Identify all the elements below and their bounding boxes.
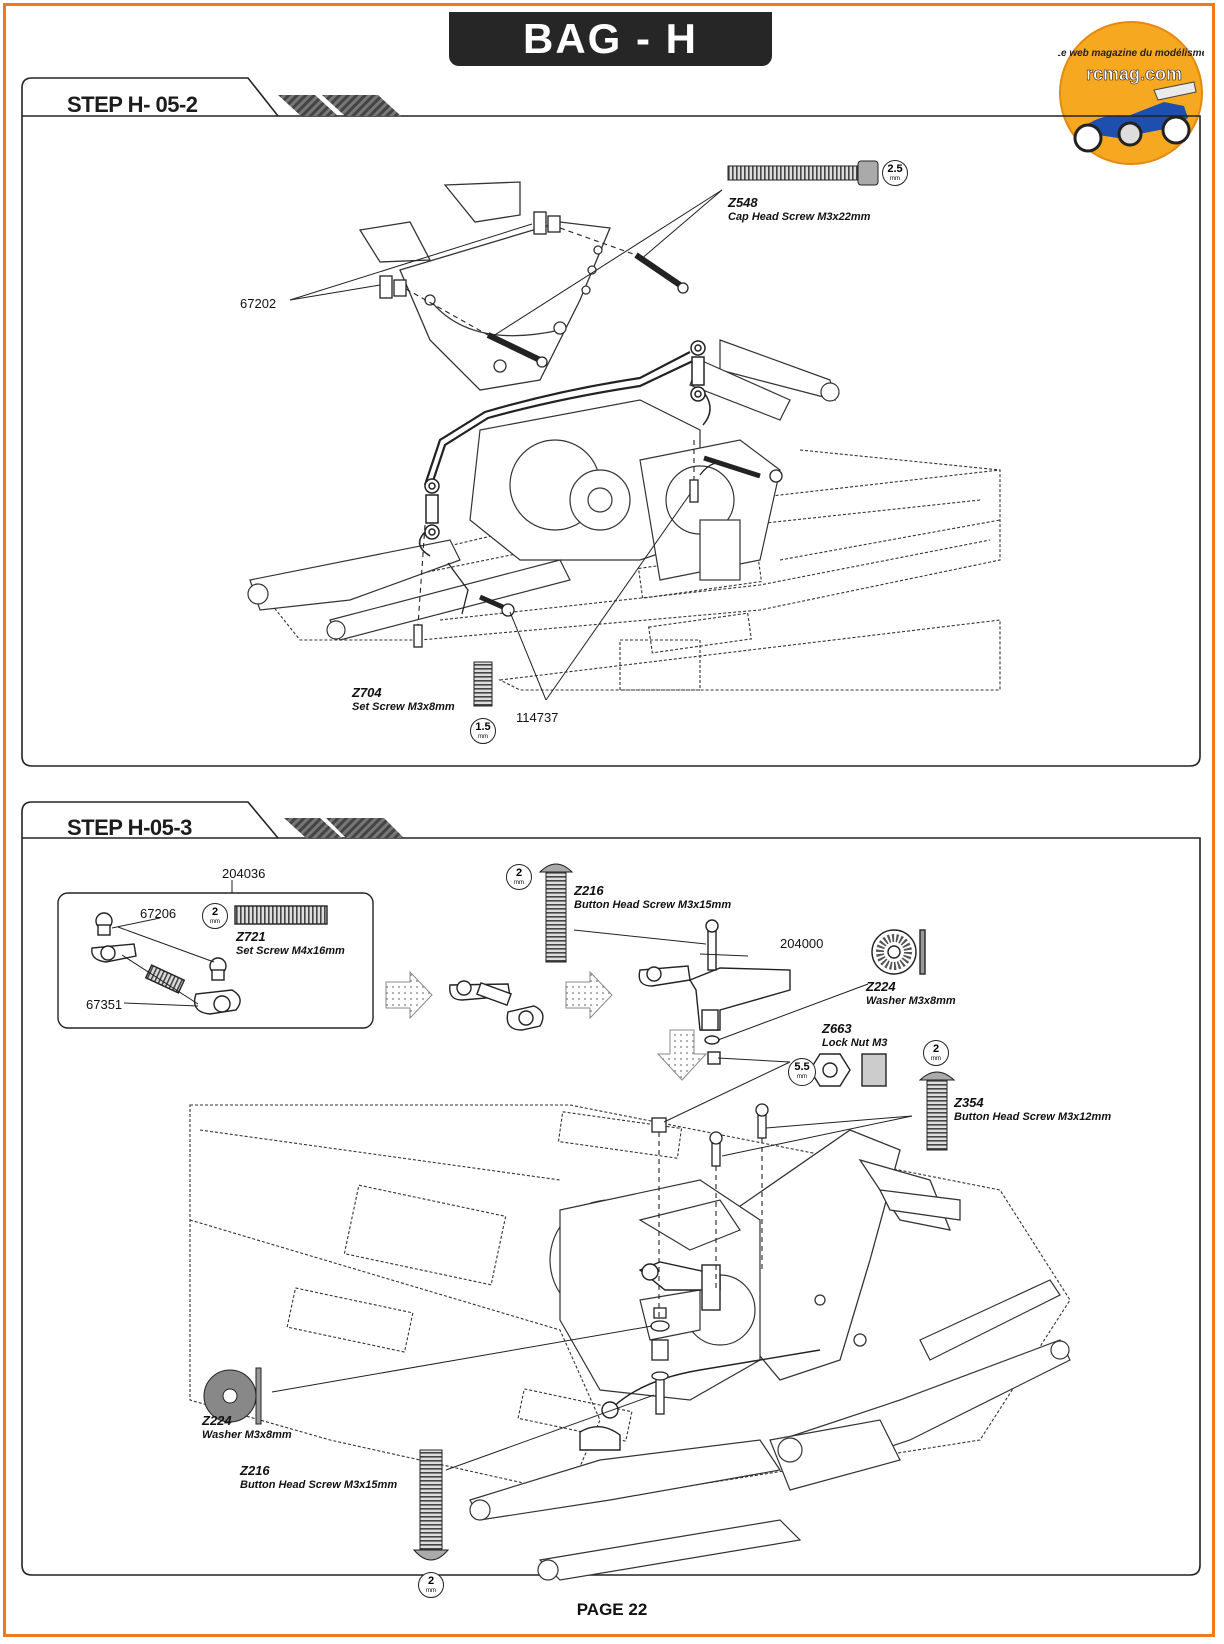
z354-desc: Button Head Screw M3x12mm <box>954 1111 1112 1123</box>
step3-inset-leaders <box>111 880 233 1007</box>
page-number: PAGE 22 <box>576 1600 648 1619</box>
logo-tagline: Le web magazine du modélisme <box>1058 48 1204 59</box>
z224-right-desc: Washer M3x8mm <box>866 995 956 1007</box>
step2-links <box>418 340 711 557</box>
step3-title-stripe-2 <box>326 818 404 838</box>
step2-shock-mounts <box>379 211 689 368</box>
step3-inset-parts <box>91 905 328 1015</box>
z548-code: Z548 <box>728 195 758 210</box>
z721-desc: Set Screw M4x16mm <box>236 945 345 957</box>
z216-bottom-code: Z216 <box>240 1463 270 1478</box>
z224-left-label: Z224 Washer M3x8mm <box>202 1414 292 1442</box>
z224-right-code: Z224 <box>866 979 896 994</box>
step3-panel <box>21 801 1201 1576</box>
z704-label: Z704 Set Screw M3x8mm <box>352 686 455 714</box>
logo-name: rcmag.com <box>1086 64 1182 84</box>
step2-title-stripe-1 <box>278 95 338 116</box>
step2-lower-arms <box>247 339 840 641</box>
z548-desc: Cap Head Screw M3x22mm <box>728 211 871 223</box>
step3-flow-arrows <box>385 970 708 1081</box>
step3-lower-arms <box>469 1279 1071 1581</box>
step3-washer-left <box>203 1367 262 1425</box>
step3-screw-z216-bottom <box>412 1449 450 1561</box>
z721-label: Z721 Set Screw M4x16mm <box>236 930 345 958</box>
step3-screw-z216-top <box>538 863 574 963</box>
step2-leader-lines <box>289 189 723 701</box>
step3-title: STEP H-05-3 <box>67 815 192 840</box>
bag-title-tab: BAG - H <box>449 12 772 66</box>
step3-shock-tower <box>719 1129 961 1381</box>
z224-left-code: Z224 <box>202 1413 232 1428</box>
step3-sway-link <box>579 1261 821 1451</box>
step2-dashed-guides <box>405 227 695 626</box>
step3-washer-z224-right <box>876 934 912 970</box>
part-67202-label: 67202 <box>240 296 277 311</box>
z663-desc: Lock Nut M3 <box>822 1037 888 1049</box>
step3-link-assembled <box>449 980 544 1031</box>
step2-shock-tower <box>358 181 611 391</box>
step3-screw-z354 <box>918 1071 956 1151</box>
z216-top-label: Z216 Button Head Screw M3x15mm <box>574 884 731 912</box>
bag-title: BAG - H <box>523 15 698 62</box>
z354-label: Z354 Button Head Screw M3x12mm <box>954 1096 1111 1124</box>
step2-screw-z548 <box>727 160 879 186</box>
step2-title-stripe-2 <box>322 95 401 116</box>
z663-label: Z663 Lock Nut M3 <box>822 1022 887 1050</box>
step3-gearbox <box>549 1179 761 1401</box>
page-border <box>3 3 1215 1637</box>
z216-bottom-desc: Button Head Screw M3x15mm <box>240 1479 398 1491</box>
z704-desc: Set Screw M3x8mm <box>352 701 455 713</box>
step3-lock-nut-parts <box>707 929 926 1087</box>
part-114737-label: 114737 <box>516 710 559 725</box>
part-67206-label: 67206 <box>140 906 177 921</box>
step2-screw-z704 <box>473 661 493 707</box>
part-204000-label: 204000 <box>780 936 824 951</box>
z216-bottom-label: Z216 Button Head Screw M3x15mm <box>240 1464 397 1492</box>
z216-top-code: Z216 <box>574 883 604 898</box>
part-67351-label: 67351 <box>86 997 123 1012</box>
z721-code: Z721 <box>236 929 266 944</box>
step3-screws-z354 <box>651 1103 769 1167</box>
z224-left-desc: Washer M3x8mm <box>202 1429 292 1441</box>
step2-panel <box>21 77 1201 767</box>
step3-leader-lines <box>271 929 913 1471</box>
z704-code: Z704 <box>352 685 382 700</box>
step2-pin-parts <box>413 455 783 648</box>
step2-sway-bar <box>423 351 696 491</box>
z663-code: Z663 <box>822 1021 852 1036</box>
rcmag-logo: Le web magazine du modélisme rcmag.com <box>1058 21 1204 165</box>
z354-code: Z354 <box>954 1095 984 1110</box>
step3-link-with-mount <box>638 919 791 1045</box>
step3-dashed-guides <box>658 1132 763 1320</box>
step3-inset-box <box>57 892 374 1029</box>
step2-title: STEP H- 05-2 <box>67 92 198 117</box>
step2-gearbox <box>469 399 781 581</box>
part-204036-label: 204036 <box>222 866 266 881</box>
step3-title-stripe-1 <box>284 818 342 838</box>
z548-label: Z548 Cap Head Screw M3x22mm <box>728 196 870 224</box>
z216-top-desc: Button Head Screw M3x15mm <box>574 899 732 911</box>
z224-right-label: Z224 Washer M3x8mm <box>866 980 956 1008</box>
